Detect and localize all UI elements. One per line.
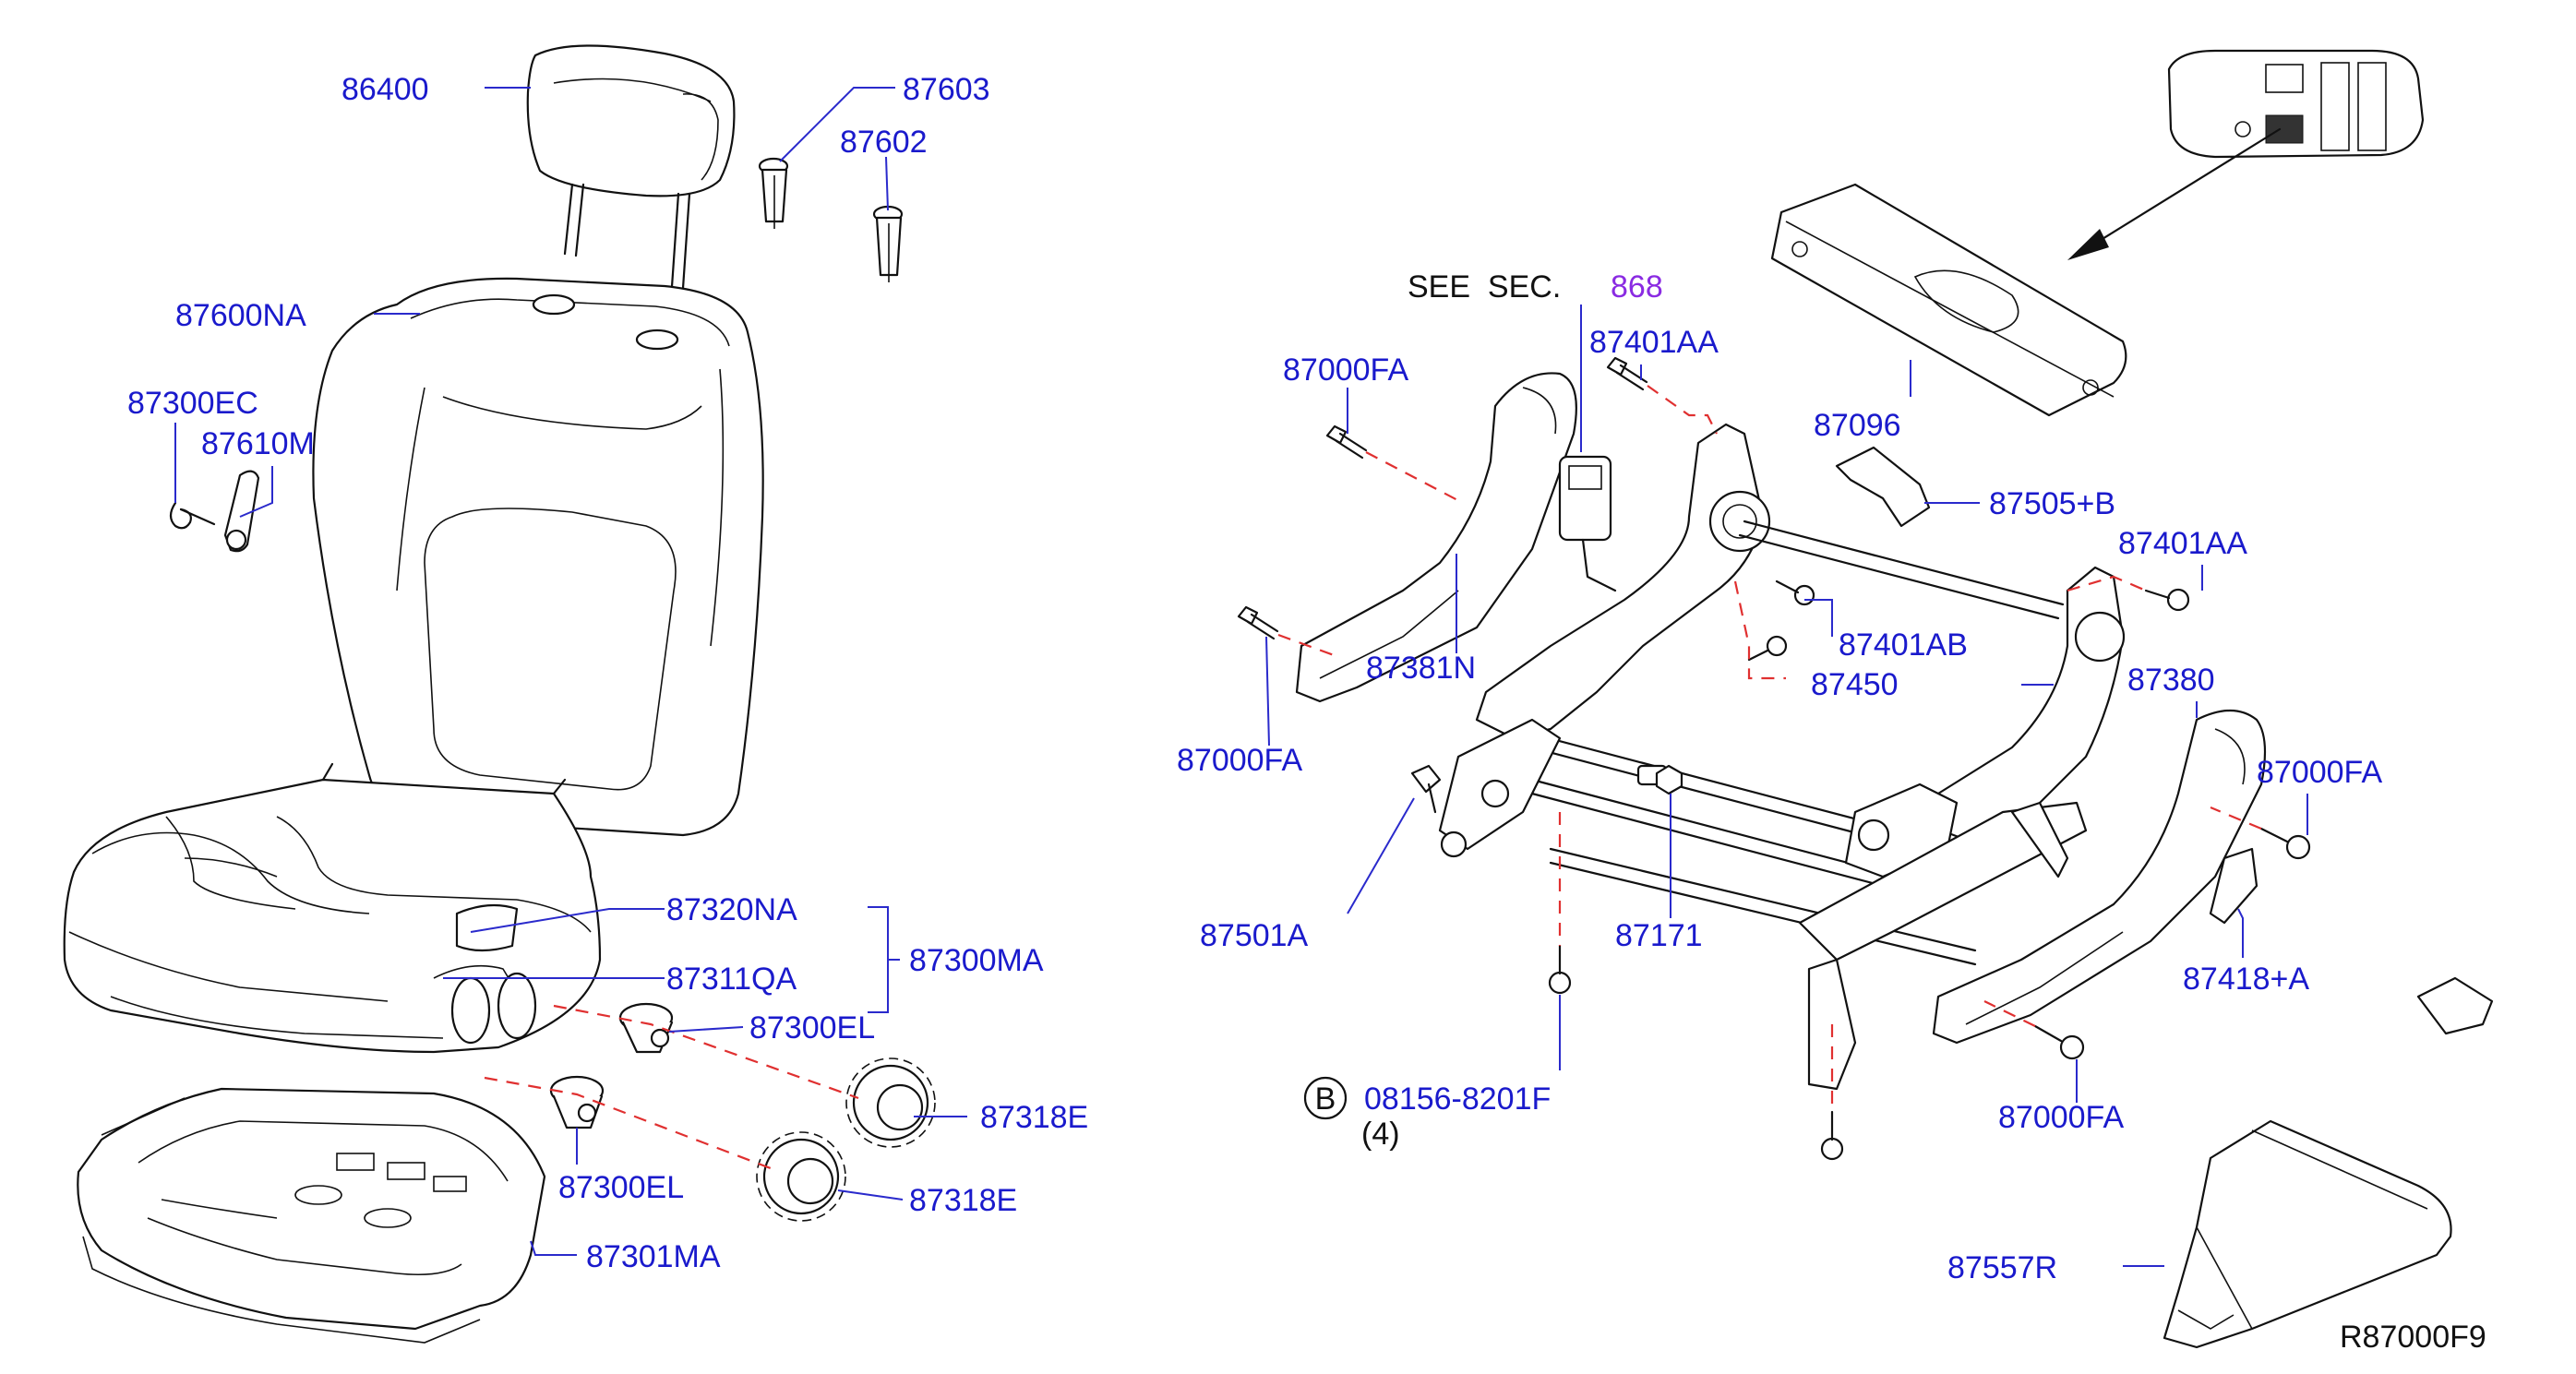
clip-87300EC [169,501,216,530]
dashed-line-87401AA-right [2067,575,2147,592]
callout-b-letter: B [1315,1081,1336,1117]
part-label-87311QA[interactable]: 87311QA [666,962,797,997]
dashed-line-bolt-upper-left [1365,451,1464,504]
part-labels: 86400 87603 87602 87600NA 87300EC 87610M… [127,72,2382,1285]
part-label-87401AA-upper[interactable]: 87401AA [1589,325,1719,360]
vehicle-location-icon [2067,49,2425,260]
part-label-87401AA-right[interactable]: 87401AA [2118,526,2247,561]
figure-code: R87000F9 [2340,1320,2486,1355]
qty-note: (4) [1361,1117,1400,1152]
bolt-87401AB-lower [1747,635,1788,662]
callout-b-circle [1303,1076,1348,1120]
bracket-87505B [1835,446,1931,528]
nut-87300EL-upper [618,1002,674,1054]
bolt-87000FA-lower-left [1237,605,1279,640]
dashed-line-87000FA-right [2210,806,2262,830]
bolt-87401AB-upper [1775,579,1815,606]
seat-frame-87450 [1438,423,2126,1091]
part-label-87450[interactable]: 87450 [1811,667,1899,702]
seat-pan-87301MA [77,1087,546,1344]
dashed-line-87401AA-upper [1647,385,1718,435]
side-shield-87380 [1932,710,2267,1045]
leader-lines [174,87,2308,1267]
part-label-87300EL-upper[interactable]: 87300EL [749,1010,875,1045]
part-label-87318E-lower[interactable]: 87318E [909,1183,1017,1218]
nut-87171 [1655,764,1683,795]
headrest-86400 [526,44,736,304]
part-label-87401AB[interactable]: 87401AB [1839,627,1968,663]
part-label-87418A[interactable]: 87418+A [2183,962,2309,997]
bolt-87501A [1410,764,1442,814]
part-label-87000FA-lower-right[interactable]: 87000FA [1998,1100,2124,1135]
bolt-08156-8201F-lower [1820,1110,1844,1161]
dashed-line-87000FA-lower-right [1983,1000,2036,1027]
cover-87096 [1770,183,2127,417]
part-label-87320NA[interactable]: 87320NA [666,892,797,927]
bolt-08156-8201F-upper [1548,944,1572,995]
dashed-line-nut-upper [553,1004,859,1100]
side-shield-87381N [1295,372,1577,703]
part-label-86400[interactable]: 86400 [341,72,429,107]
seat-belt-buckle [1558,455,1617,592]
seat-cushion [63,762,602,1054]
see-sec-prefix: SEE SEC. [1408,269,1561,305]
bolt-87000FA-lower-right [2033,1024,2085,1060]
part-label-87000FA-upper-left[interactable]: 87000FA [1283,352,1408,388]
part-label-87381N[interactable]: 87381N [1366,651,1476,686]
part-label-87318E-upper[interactable]: 87318E [980,1100,1088,1135]
part-label-87300EC[interactable]: 87300EC [127,386,258,421]
tray-87557R [2163,976,2494,1349]
part-label-87610M[interactable]: 87610M [201,426,315,461]
part-label-87171[interactable]: 87171 [1615,918,1703,953]
part-label-87603[interactable]: 87603 [903,72,990,107]
part-label-08156-8201F[interactable]: 08156-8201F [1364,1081,1551,1117]
part-label-87380[interactable]: 87380 [2127,663,2215,698]
bolt-87000FA-right [2259,827,2311,860]
bolt-87401AA-upper [1606,356,1648,391]
part-label-87600NA[interactable]: 87600NA [175,298,306,333]
part-label-87501A[interactable]: 87501A [1200,918,1309,953]
bolt-87401AA-right [2144,588,2190,612]
cap-87318E-lower [756,1131,846,1222]
bolt-87000FA-upper-left [1325,424,1368,460]
seat-back-87600NA [312,277,764,837]
see-sec-number[interactable]: 868 [1611,269,1663,305]
dashed-line-87401AB [1733,580,1786,680]
part-label-87300MA[interactable]: 87300MA [909,943,1044,978]
part-label-87505B[interactable]: 87505+B [1989,486,2115,521]
part-label-87000FA-lower-left[interactable]: 87000FA [1177,743,1302,778]
knob-87610M [223,470,260,553]
part-label-87301MA[interactable]: 87301MA [586,1239,721,1274]
nut-87300EL-lower [549,1075,605,1129]
part-label-87602[interactable]: 87602 [840,125,928,160]
headrest-guide-87603 [758,157,789,229]
part-label-87000FA-right[interactable]: 87000FA [2257,755,2382,790]
part-label-87096[interactable]: 87096 [1814,408,1901,443]
dashed-line-bolt-lower-left [1277,633,1335,657]
part-label-87557R[interactable]: 87557R [1947,1250,2057,1285]
part-label-87300EL-lower[interactable]: 87300EL [558,1170,684,1205]
dashed-line-nut-lower [484,1076,776,1172]
cap-87318E-upper [845,1057,936,1148]
headrest-guide-87602 [872,205,904,282]
